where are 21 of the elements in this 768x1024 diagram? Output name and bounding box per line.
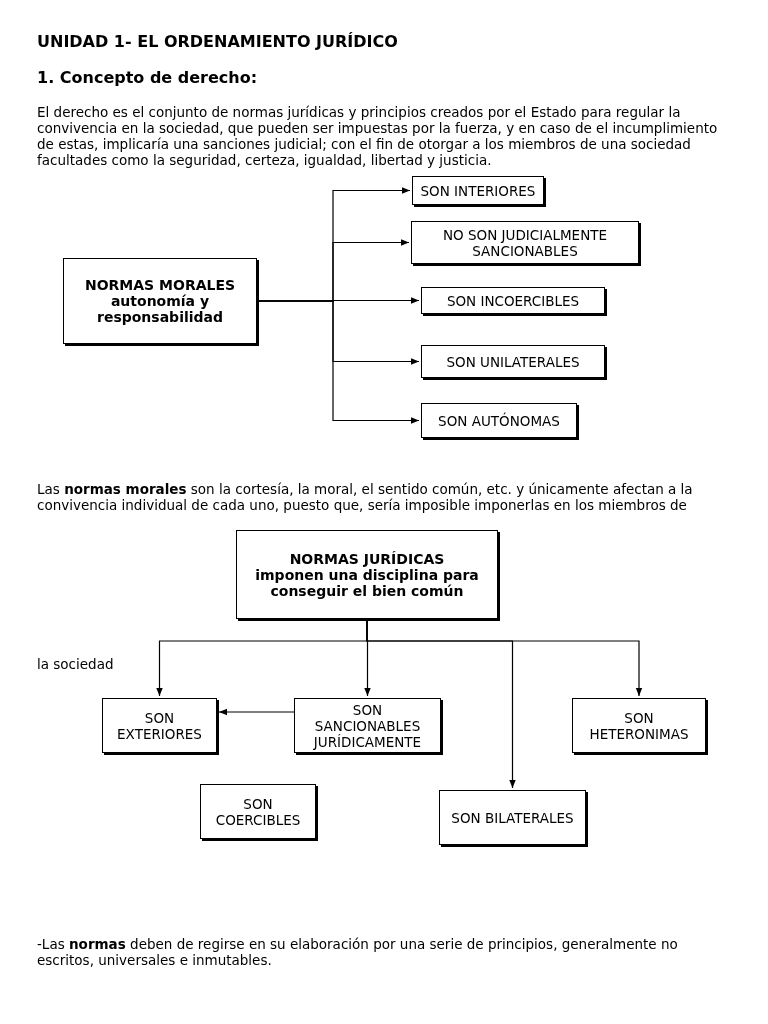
text-box: NORMAS MORALES autonomía y responsabilidad (63, 258, 257, 344)
text-box: SON SANCIONABLES JURÍDICAMENTE (294, 698, 441, 753)
text-box: SON BILATERALES (439, 790, 586, 845)
paragraph: Las normas morales son la cortesía, la moral, el sentido común, etc. y únicamente afectan a la convivencia individual de cada uno, puesto que, sería imposible imponerlas en los miembros de (37, 481, 694, 513)
text-box: NORMAS JURÍDICAS imponen una disciplina para conseguir el bien común (236, 530, 498, 619)
section-heading: 1. Concepto de derecho: (37, 70, 258, 86)
text-box: SON HETERONIMAS (572, 698, 706, 753)
text-box: SON UNILATERALES (421, 345, 605, 378)
text-box: SON COERCIBLES (200, 784, 316, 839)
paragraph: -Las normas deben de regirse en su elaboración por una serie de principios, generalmente no escritos, universales e inmutables. (37, 936, 679, 968)
text-box: SON INCOERCIBLES (421, 287, 605, 314)
connector-arrow (366, 618, 643, 697)
text-box: SON INTERIORES (412, 176, 544, 205)
text-box: NO SON JUDICIALMENTE SANCIONABLES (411, 221, 639, 264)
page-title: UNIDAD 1- EL ORDENAMIENTO JURÍDICO (37, 34, 398, 50)
paragraph-continuation: la sociedad (37, 656, 114, 672)
text-box: SON EXTERIORES (102, 698, 217, 753)
connector-arrow (218, 708, 295, 716)
text-box: SON AUTÓNOMAS (421, 403, 577, 438)
connector-arrow (256, 300, 420, 424)
paragraph: El derecho es el conjunto de normas jurídicas y principios creados por el Estado para regular la convivencia en la sociedad, que pueden ser impuestas por la fuerza, y en caso de el incumplimiento de estas, implicaría una sanciones judicial; con el fin de otorgar a los miembros de una sociedad facultades como la seguridad, certeza, igualdad, libertad y justicia. (37, 104, 719, 168)
